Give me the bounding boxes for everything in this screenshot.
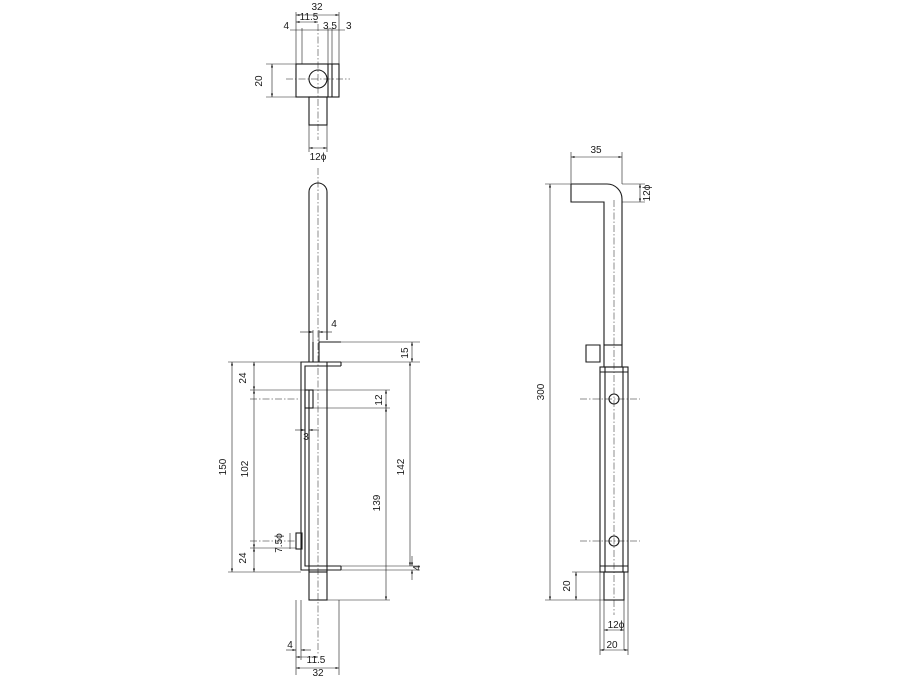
dim-front-139: 139	[372, 494, 383, 511]
dim-front-bottom-11-5: 11.5	[307, 655, 326, 666]
dim-side-300: 300	[536, 383, 547, 400]
side-rod-top	[603, 344, 623, 368]
top-view: 32 11.5 4 3.5 3 20 12ϕ	[254, 2, 352, 163]
front-hook	[312, 341, 341, 362]
dim-front-102: 102	[240, 460, 251, 477]
dim-side-35: 35	[590, 145, 602, 156]
dim-side-20-v: 20	[562, 580, 573, 592]
front-view: 4 15 24 12 3 150 102 142 139 7.5ϕ 2	[218, 168, 423, 679]
dim-top-11-5: 11.5	[300, 12, 319, 23]
dim-front-bottom-32: 32	[312, 668, 324, 679]
dim-front-bottom-4: 4	[287, 640, 293, 651]
side-clip	[585, 344, 601, 363]
dim-side-12-dia: 12ϕ	[642, 184, 653, 201]
dim-top-32: 32	[311, 2, 323, 13]
dim-front-12: 12	[374, 394, 385, 406]
front-hole	[295, 532, 303, 550]
dim-top-20: 20	[254, 75, 265, 87]
dim-front-142: 142	[396, 458, 407, 475]
front-bracket-inner	[304, 365, 341, 567]
front-bracket	[300, 361, 341, 571]
dim-front-24-top: 24	[238, 372, 249, 384]
front-rod	[308, 182, 328, 362]
dim-front-24-bottom: 24	[238, 552, 249, 564]
side-view: 35 12ϕ 300 20 12ϕ 20	[536, 145, 653, 655]
dim-front-bottom-4-right: 4	[412, 565, 423, 571]
dim-front-3: 3	[303, 432, 309, 443]
dim-top-3: 3	[346, 21, 352, 32]
side-handle	[570, 183, 623, 345]
dim-front-150: 150	[218, 458, 229, 475]
dim-top-3-5: 3.5	[323, 21, 337, 32]
dim-top-4: 4	[283, 21, 289, 32]
dim-front-hole-dia: 7.5ϕ	[274, 533, 285, 553]
dim-front-15: 15	[400, 347, 411, 359]
dim-top-rod-dia: 12ϕ	[310, 152, 327, 163]
dim-front-hook-4: 4	[331, 319, 337, 330]
dim-side-rod-dia: 12ϕ	[608, 620, 625, 631]
dim-side-20-w: 20	[606, 640, 618, 651]
